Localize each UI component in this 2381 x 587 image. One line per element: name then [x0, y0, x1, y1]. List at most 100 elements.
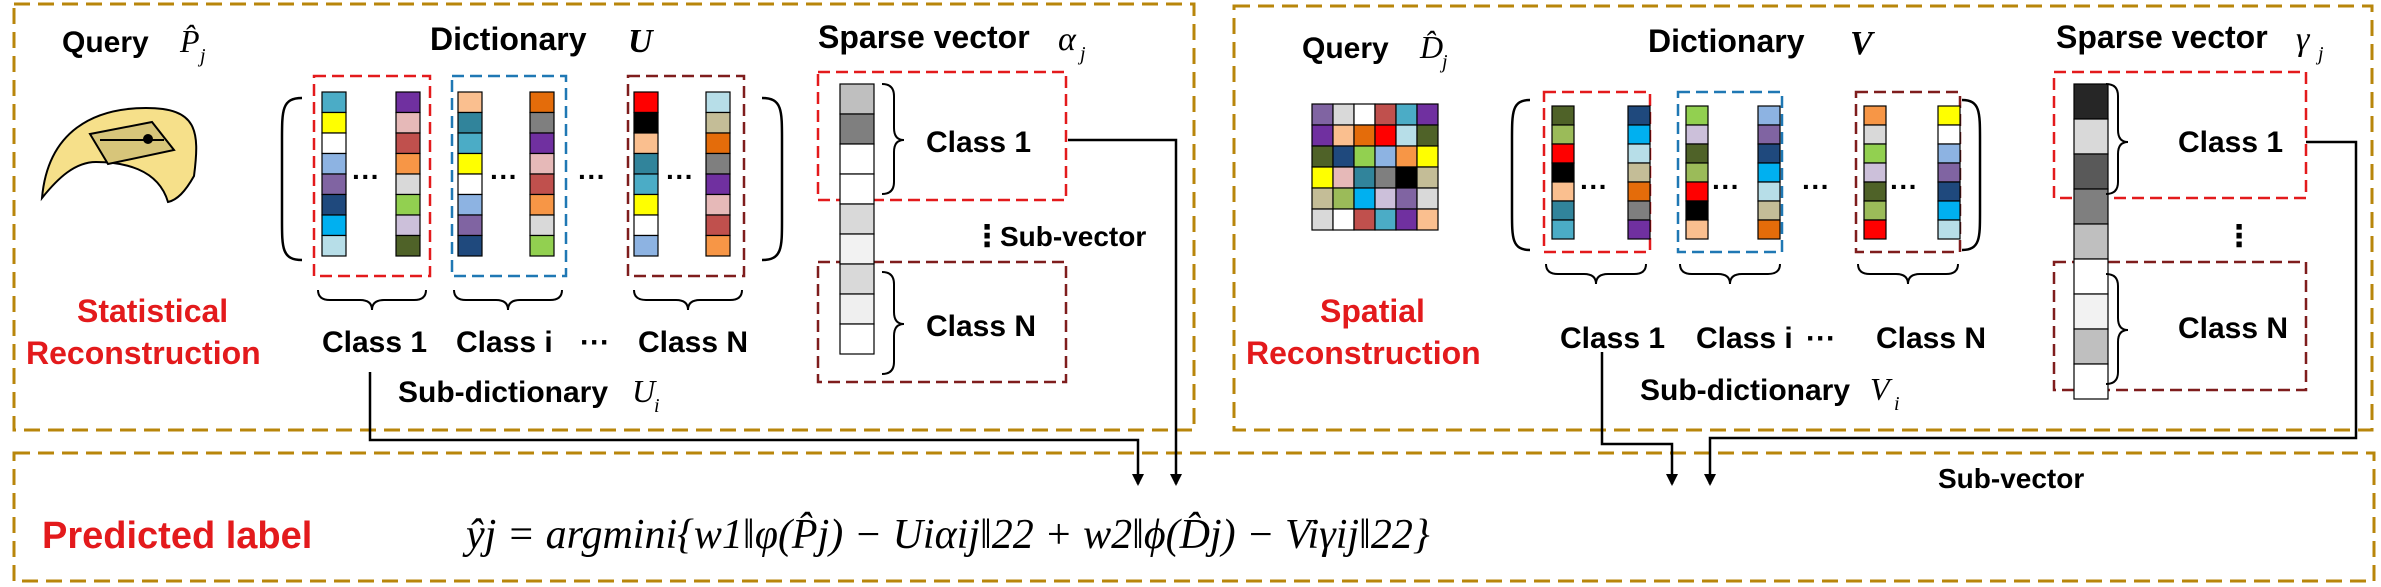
right-dictionary-symbol: V [1850, 25, 1875, 62]
right-query-symbol: D̂ [1419, 29, 1443, 65]
left-classi-label: Class i [456, 326, 553, 359]
left-sparse-subscript: j [1077, 43, 1086, 65]
right-classi-underbrace [1679, 263, 1781, 285]
dictionary-atom-cell [633, 173, 659, 196]
dictionary-atom-cell [321, 214, 347, 237]
dictionary-atom-cell [1757, 105, 1781, 126]
left-ellipsis-1: ··· [352, 161, 380, 192]
dictionary-atom-cell [529, 91, 555, 114]
patch-grid-cell [1311, 124, 1334, 147]
right-sparse-symbol: γ [2296, 21, 2311, 58]
patch-grid-cell [1416, 187, 1439, 210]
patch-grid-cell [1416, 166, 1439, 189]
patch-grid-cell [1395, 166, 1418, 189]
patch-grid-cell [1374, 166, 1397, 189]
patch-grid-cell [1416, 124, 1439, 147]
dictionary-atom-cell [1937, 181, 1961, 202]
sparse-vector-cell [2073, 293, 2109, 330]
left-sv-vdots: ⋮ [972, 220, 1002, 253]
patch-grid-cell [1353, 124, 1376, 147]
sparse-vector-cell [2073, 328, 2109, 365]
dictionary-atom-cell [321, 173, 347, 196]
left-panel-border [12, 2, 1196, 432]
dictionary-atom-cell [321, 193, 347, 216]
dictionary-atom-cell [395, 132, 421, 155]
left-query-symbol: P̂ [179, 23, 200, 59]
right-dictionary-label: Dictionary [1648, 23, 1805, 59]
sparse-vector-cell [839, 113, 875, 145]
left-dict-open-brace [280, 96, 303, 262]
patch-grid-cell [1374, 208, 1397, 231]
left-dictionary-atoms [321, 91, 731, 257]
dictionary-atom-cell [705, 214, 731, 237]
left-sv-classn-brace [881, 271, 905, 375]
dictionary-atom-cell [1685, 105, 1709, 126]
patch-grid-cell [1416, 145, 1439, 168]
dictionary-atom-cell [1685, 143, 1709, 164]
patch-grid-cell [1332, 166, 1355, 189]
dictionary-atom-cell [321, 234, 347, 257]
patch-grid-cell [1311, 208, 1334, 231]
dictionary-atom-cell [1863, 181, 1887, 202]
sparse-vector-cell [2073, 83, 2109, 120]
right-sparse-vector-cells [2073, 83, 2109, 400]
dictionary-atom-cell [1551, 162, 1575, 183]
dictionary-atom-cell [1937, 143, 1961, 164]
patch-grid-cell [1353, 187, 1376, 210]
patch-grid-cell [1311, 187, 1334, 210]
left-classi-group [450, 74, 568, 278]
right-sv-classn-brace [2105, 273, 2129, 385]
dictionary-atom-cell [457, 91, 483, 114]
patch-grid-cell [1332, 124, 1355, 147]
patch-grid-cell [1416, 208, 1439, 231]
right-sv-vdots: ⋮ [2224, 220, 2254, 253]
sparse-vector-cell [2073, 223, 2109, 260]
sparse-vector-cell [2073, 153, 2109, 190]
sparse-vector-cell [839, 173, 875, 205]
patch-grid-cell [1353, 145, 1376, 168]
left-sparse-vector-cells [839, 83, 875, 355]
left-classn-underbrace [633, 289, 743, 311]
left-query-subscript: j [197, 45, 206, 67]
dictionary-atom-cell [1685, 219, 1709, 240]
dictionary-atom-cell [457, 132, 483, 155]
sparse-vector-cell [839, 143, 875, 175]
dictionary-atom-cell [705, 152, 731, 175]
patch-grid-cell [1395, 187, 1418, 210]
right-ellipsis-3: ··· [1802, 171, 1830, 202]
right-query-subscript: j [1439, 51, 1448, 73]
left-sparse-symbol: α [1058, 21, 1077, 58]
sparse-vector-cell [839, 263, 875, 295]
right-sv-classn-label: Class N [2178, 312, 2288, 345]
dictionary-atom-cell [1627, 181, 1651, 202]
patch-grid-cell [1353, 166, 1376, 189]
dictionary-atom-cell [1551, 143, 1575, 164]
right-sv-class1-label: Class 1 [2178, 126, 2283, 159]
left-sv-classn-box [816, 260, 1068, 384]
sparse-vector-cell [839, 233, 875, 265]
patch-grid-cell [1374, 187, 1397, 210]
right-sparse-label: Sparse vector [2056, 19, 2268, 55]
dictionary-atom-cell [321, 111, 347, 134]
sparse-vector-cell [839, 83, 875, 115]
left-sv-classn-label: Class N [926, 310, 1036, 343]
dictionary-atom-cell [705, 91, 731, 114]
sparse-vector-cell [2073, 258, 2109, 295]
dictionary-atom-cell [633, 214, 659, 237]
dictionary-atom-cell [321, 132, 347, 155]
dictionary-atom-cell [529, 152, 555, 175]
patch-grid-cell [1353, 208, 1376, 231]
right-query-label: Query [1302, 32, 1389, 65]
right-classn-underbrace [1857, 263, 1959, 285]
patch-grid-cell [1332, 103, 1355, 126]
right-dict-open-brace [1510, 98, 1531, 252]
dictionary-atom-cell [1863, 162, 1887, 183]
dictionary-atom-cell [457, 173, 483, 196]
arrow-subdict-u-to-formula [368, 372, 1144, 486]
dictionary-atom-cell [1863, 105, 1887, 126]
right-classn-label: Class N [1876, 322, 1986, 355]
sparse-vector-cell [2073, 363, 2109, 400]
patch-grid-cell [1332, 187, 1355, 210]
dictionary-atom-cell [1863, 124, 1887, 145]
patch-grid-cell [1311, 145, 1334, 168]
